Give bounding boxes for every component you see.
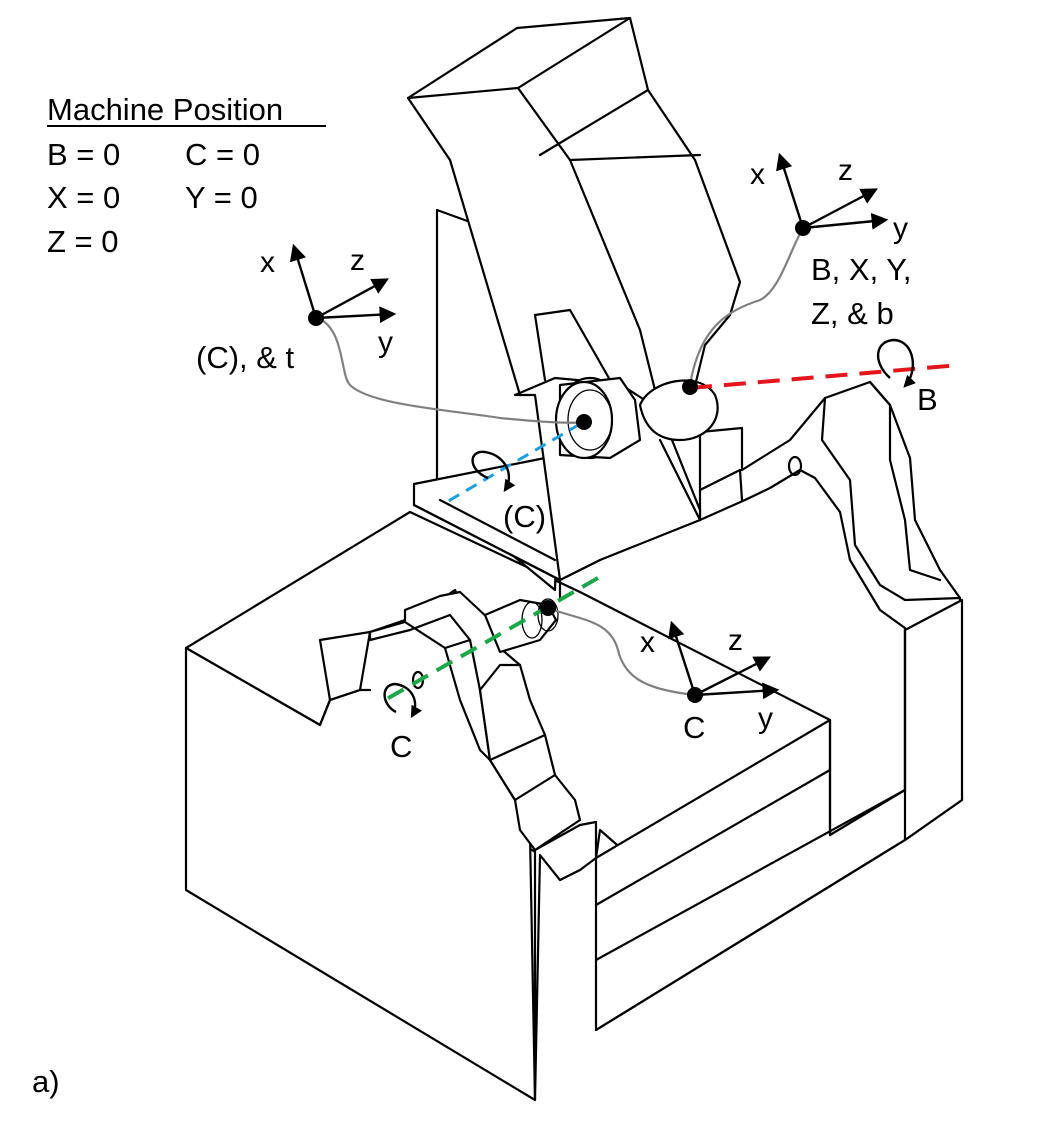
tool-frame-axes xyxy=(289,243,397,324)
table-axis-point xyxy=(540,600,556,616)
c-table-rotation-arrow-icon xyxy=(383,682,422,719)
machine-position-x: X = 0 xyxy=(47,180,120,215)
bxyz-frame-y-label: y xyxy=(893,212,908,245)
b-frame-axes xyxy=(776,152,889,230)
b-frame-leader xyxy=(688,226,805,387)
b-axis-label: B xyxy=(917,382,938,417)
b-axis-point xyxy=(682,379,698,395)
c-frame-x-label: x xyxy=(640,626,655,659)
machine-position-z: Z = 0 xyxy=(47,224,119,259)
machine-position-b: B = 0 xyxy=(47,137,120,172)
c-table-axis-label: C xyxy=(390,729,412,764)
tool-frame-label: (C), & t xyxy=(196,340,295,375)
b-rotation-arrow-icon xyxy=(876,338,916,388)
bxyz-frame-z-label: z xyxy=(838,154,853,187)
c-frame-label: C xyxy=(683,710,705,745)
tool-frame-y-label: y xyxy=(378,326,393,359)
machine-position-title: Machine Position xyxy=(47,92,283,127)
tool-frame-x-label: x xyxy=(260,246,275,279)
bxyz-frame-x-label: x xyxy=(750,158,765,191)
bolt-hole xyxy=(787,455,803,477)
figure-label: a) xyxy=(32,1064,60,1099)
c-frame-axes xyxy=(668,620,780,700)
tool-frame-leader xyxy=(316,316,586,424)
tool-frame-z-label: z xyxy=(350,244,365,277)
c-frame-leader xyxy=(546,606,697,697)
c-tool-axis-line xyxy=(444,422,581,505)
c-frame-z-label: z xyxy=(728,624,743,657)
c-tool-axis-label: (C) xyxy=(503,499,546,534)
machine-position-y: Y = 0 xyxy=(185,180,258,215)
c-tool-rotation-arrow-icon xyxy=(471,450,516,492)
bxyz-frame-label-line2: Z, & b xyxy=(811,296,894,331)
b-axis-line xyxy=(689,363,961,390)
c-table-axis-line xyxy=(384,576,599,702)
left-trunnion-support xyxy=(368,590,582,852)
c-frame-y-label: y xyxy=(758,702,773,735)
bxyz-frame-label-line1: B, X, Y, xyxy=(811,252,912,287)
spindle-point xyxy=(576,414,592,430)
machine-base xyxy=(184,380,964,1102)
machine-position-c: C = 0 xyxy=(185,137,260,172)
tilt-head xyxy=(406,16,744,602)
